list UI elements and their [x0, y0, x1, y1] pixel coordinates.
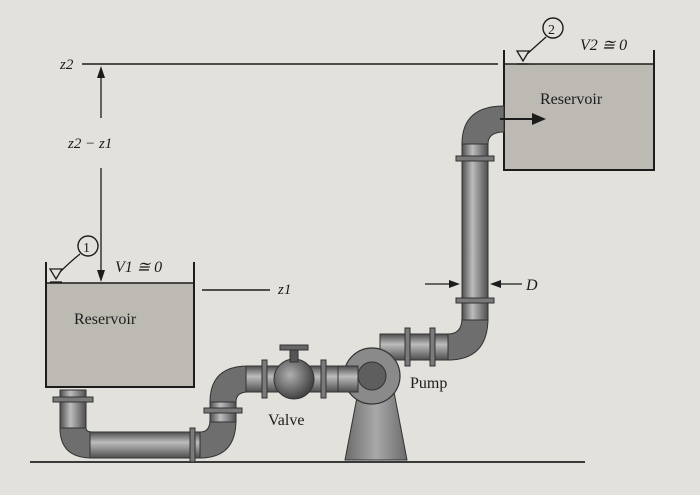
- valve: Valve: [268, 344, 315, 429]
- pump-label: Pump: [410, 375, 447, 392]
- point-2-circle: [542, 17, 564, 39]
- diameter-label: D: [525, 277, 538, 294]
- right-reservoir-water: [504, 64, 654, 170]
- flange-bottom: [189, 427, 196, 463]
- point-1-label: 1: [83, 241, 90, 256]
- left-reservoir: Reservoir: [45, 262, 195, 388]
- flow-arrow-head: [532, 113, 546, 125]
- left-reservoir-water: [46, 283, 194, 387]
- flange-riser-lower: [455, 297, 495, 304]
- pipe-elbow-bottom-left: [59, 427, 93, 459]
- flow-arrow: [500, 113, 546, 125]
- pump-inlet-nozzle: [337, 365, 359, 393]
- pump: Pump: [337, 347, 447, 461]
- z2-label: z2: [59, 57, 74, 73]
- dimension-arrow-down: [97, 270, 105, 282]
- point-1-marker: 1 V1 ≅ 0: [48, 235, 162, 283]
- valve-body: [273, 358, 315, 400]
- left-reservoir-label: Reservoir: [74, 311, 137, 328]
- pipe-elbow-top: [461, 105, 505, 145]
- flange-pump-outlet-b: [429, 327, 436, 367]
- flange-riser-upper: [455, 155, 495, 162]
- point-2-marker: 2 V2 ≅ 0: [515, 17, 627, 65]
- left-free-surface-symbol: [48, 268, 64, 281]
- v2-label: V2 ≅ 0: [580, 37, 627, 54]
- diameter-indicator: D: [425, 277, 538, 294]
- pipe-bottom-run: [89, 431, 203, 459]
- right-reservoir: Reservoir: [503, 50, 655, 171]
- flange-valve-left: [261, 359, 268, 399]
- diameter-arrow-left: [449, 280, 460, 288]
- pipe-outlet-left: [59, 389, 87, 431]
- valve-handwheel: [279, 344, 309, 351]
- pipe-elbow-lower-right: [447, 317, 489, 361]
- left-reservoir-wall: [45, 262, 195, 388]
- right-free-surface-symbol: [515, 50, 531, 63]
- flange-valve-right: [320, 359, 327, 399]
- z2-minus-z1-label: z2 − z1: [67, 136, 112, 152]
- valve-label: Valve: [268, 412, 304, 429]
- pipe-vertical-riser: [461, 141, 489, 321]
- dimension-arrow-up: [97, 66, 105, 78]
- flange-outlet: [52, 396, 94, 403]
- piping: [52, 105, 505, 463]
- pipe-elbow-to-valve: [209, 365, 249, 403]
- right-reservoir-label: Reservoir: [540, 91, 603, 108]
- v1-label: V1 ≅ 0: [115, 259, 162, 276]
- point-2-label: 2: [548, 23, 555, 38]
- pipe-elbow-bottom-right: [199, 419, 237, 459]
- flange-riser-left: [203, 407, 243, 414]
- z1-label: z1: [277, 282, 291, 298]
- height-dimension: z2 − z1: [67, 66, 112, 282]
- valve-stem: [289, 349, 299, 363]
- diameter-arrow-right: [490, 280, 501, 288]
- point-1-circle: [77, 235, 99, 257]
- flange-pump-outlet-a: [404, 327, 411, 367]
- pump-hub: [357, 361, 387, 391]
